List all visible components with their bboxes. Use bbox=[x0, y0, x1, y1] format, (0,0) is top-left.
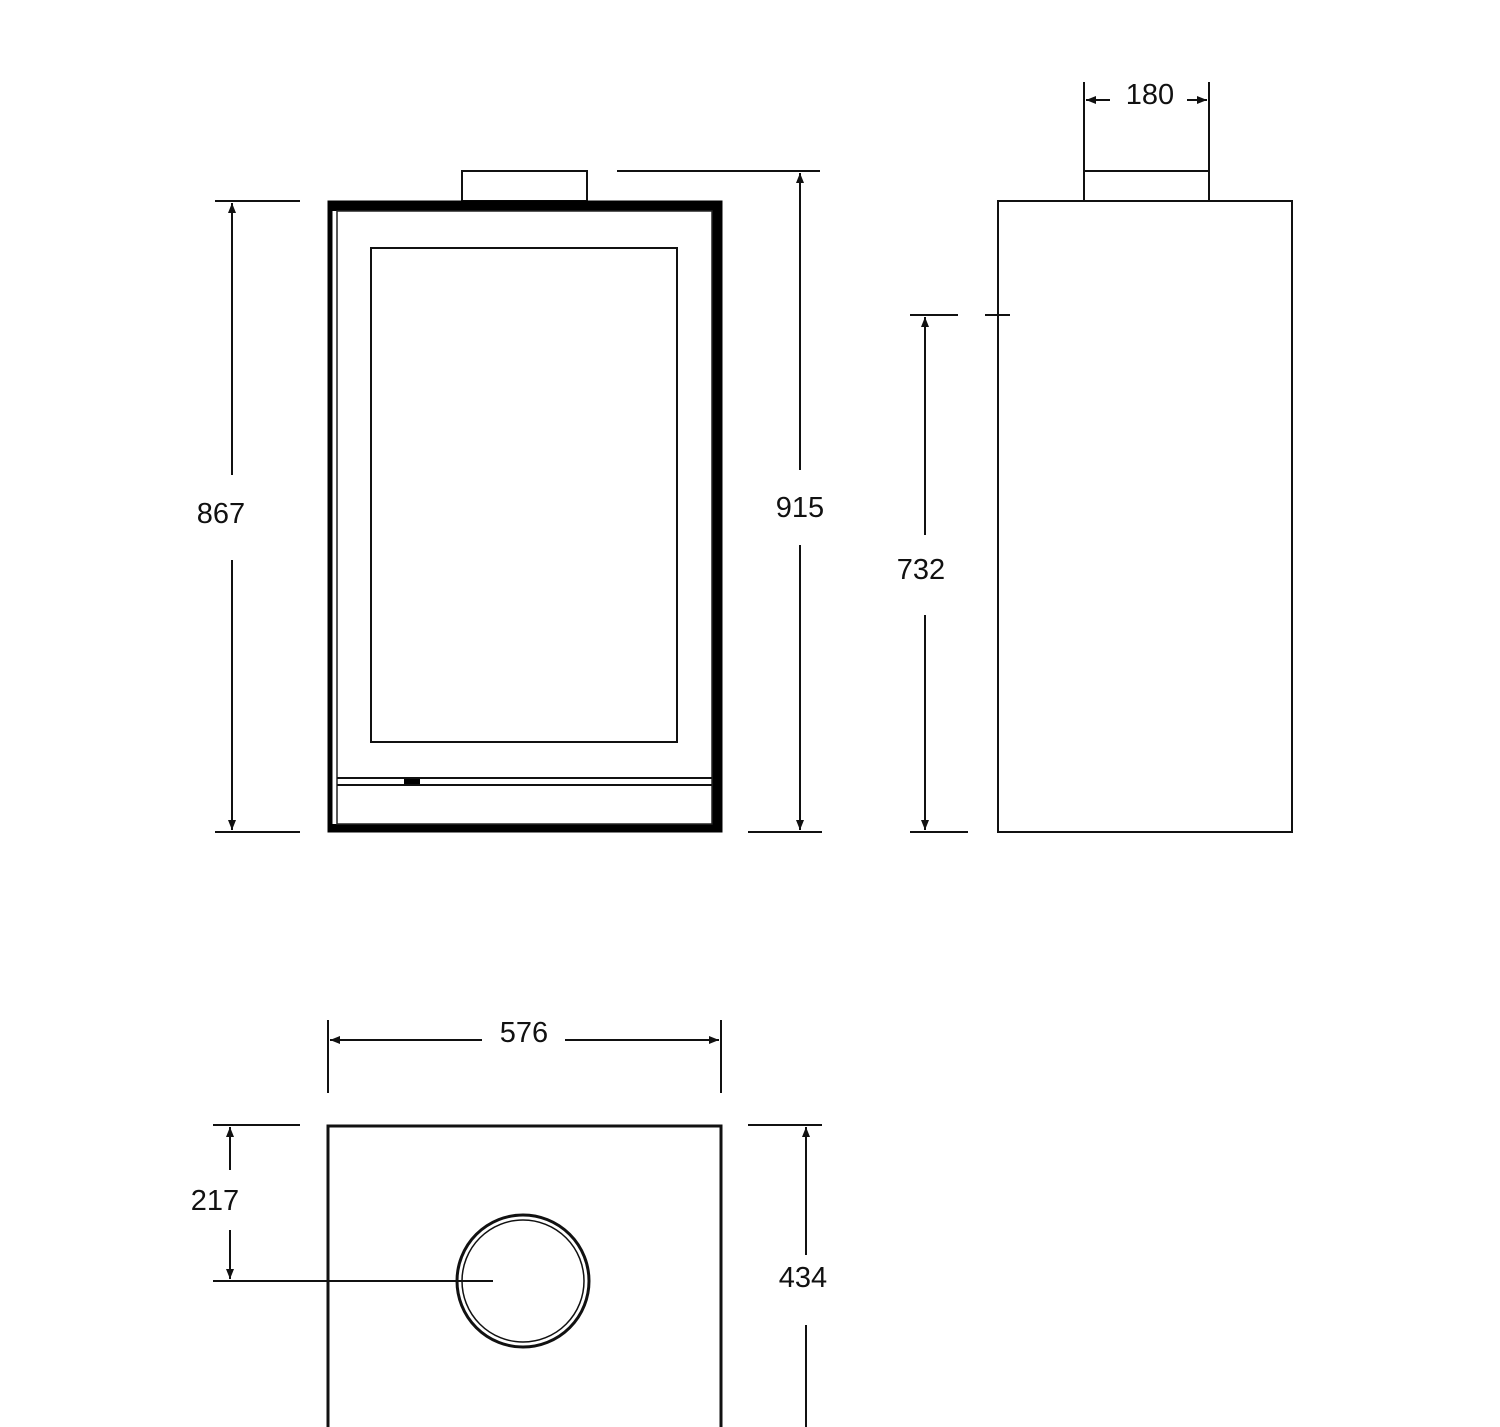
flue-width-label: 180 bbox=[1126, 79, 1174, 111]
dimension-867: 867 bbox=[197, 200, 300, 833]
dimension-915: 915 bbox=[617, 170, 824, 833]
flue-center-height-label: 732 bbox=[897, 554, 945, 586]
side-body bbox=[997, 200, 1293, 833]
width-label: 576 bbox=[500, 1017, 548, 1049]
height-label: 867 bbox=[197, 498, 245, 530]
frame-top-band bbox=[328, 201, 722, 211]
depth-label: 434 bbox=[779, 1262, 827, 1294]
frame-bottom-band bbox=[328, 824, 722, 832]
dimension-576: 576 bbox=[327, 1017, 722, 1093]
door-handle bbox=[404, 779, 420, 784]
dimension-217: 217 bbox=[191, 1124, 300, 1279]
front-view bbox=[327, 170, 723, 833]
dimension-732: 732 bbox=[897, 314, 1010, 833]
top-body bbox=[326, 1124, 723, 1427]
stove-outer-frame bbox=[327, 200, 723, 833]
dimension-180: 180 bbox=[1083, 79, 1210, 201]
door-panel bbox=[336, 210, 713, 825]
dimension-434: 434 bbox=[748, 1124, 827, 1427]
side-flue-collar bbox=[1083, 170, 1210, 202]
frame-right-band bbox=[712, 201, 722, 832]
glass-window bbox=[370, 247, 678, 743]
overall-height-label: 915 bbox=[776, 492, 824, 524]
flue-collar bbox=[461, 170, 588, 202]
flue-offset-label: 217 bbox=[191, 1185, 239, 1217]
top-view bbox=[213, 1124, 723, 1427]
side-view bbox=[997, 170, 1293, 833]
